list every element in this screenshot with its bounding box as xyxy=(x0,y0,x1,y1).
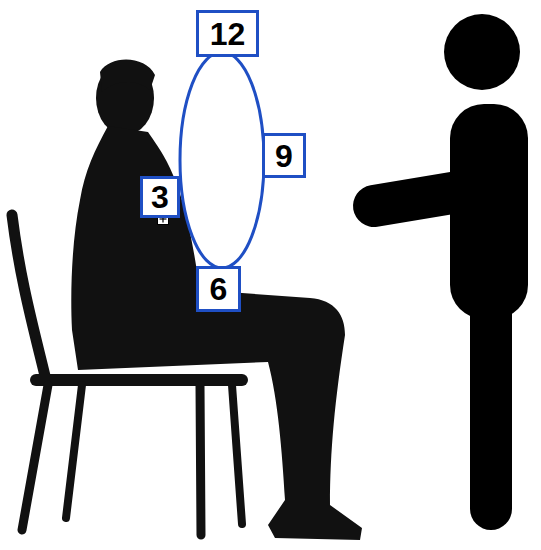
figure-arm xyxy=(374,192,458,206)
chair-back xyxy=(12,215,46,380)
callout-number: 3 xyxy=(151,181,169,213)
callout-box: 6 xyxy=(196,266,241,312)
callout-number: 6 xyxy=(210,273,228,305)
callout-number: 12 xyxy=(210,18,246,50)
chair-leg xyxy=(66,385,82,518)
man-hair xyxy=(100,60,155,92)
callout-box: 9 xyxy=(262,133,306,178)
chair-leg xyxy=(22,385,48,530)
chair-seat xyxy=(36,374,242,386)
callout-box: 12 xyxy=(196,10,259,57)
callout-number: 9 xyxy=(275,140,293,172)
clock-ellipse xyxy=(180,52,264,268)
chair-leg xyxy=(232,385,242,524)
chair-leg xyxy=(200,385,201,535)
crosshair-line xyxy=(160,218,167,219)
callout-box: 3 xyxy=(140,176,180,218)
standing-figure xyxy=(374,14,528,530)
figure-head xyxy=(444,14,520,90)
figure-leg xyxy=(470,270,512,530)
